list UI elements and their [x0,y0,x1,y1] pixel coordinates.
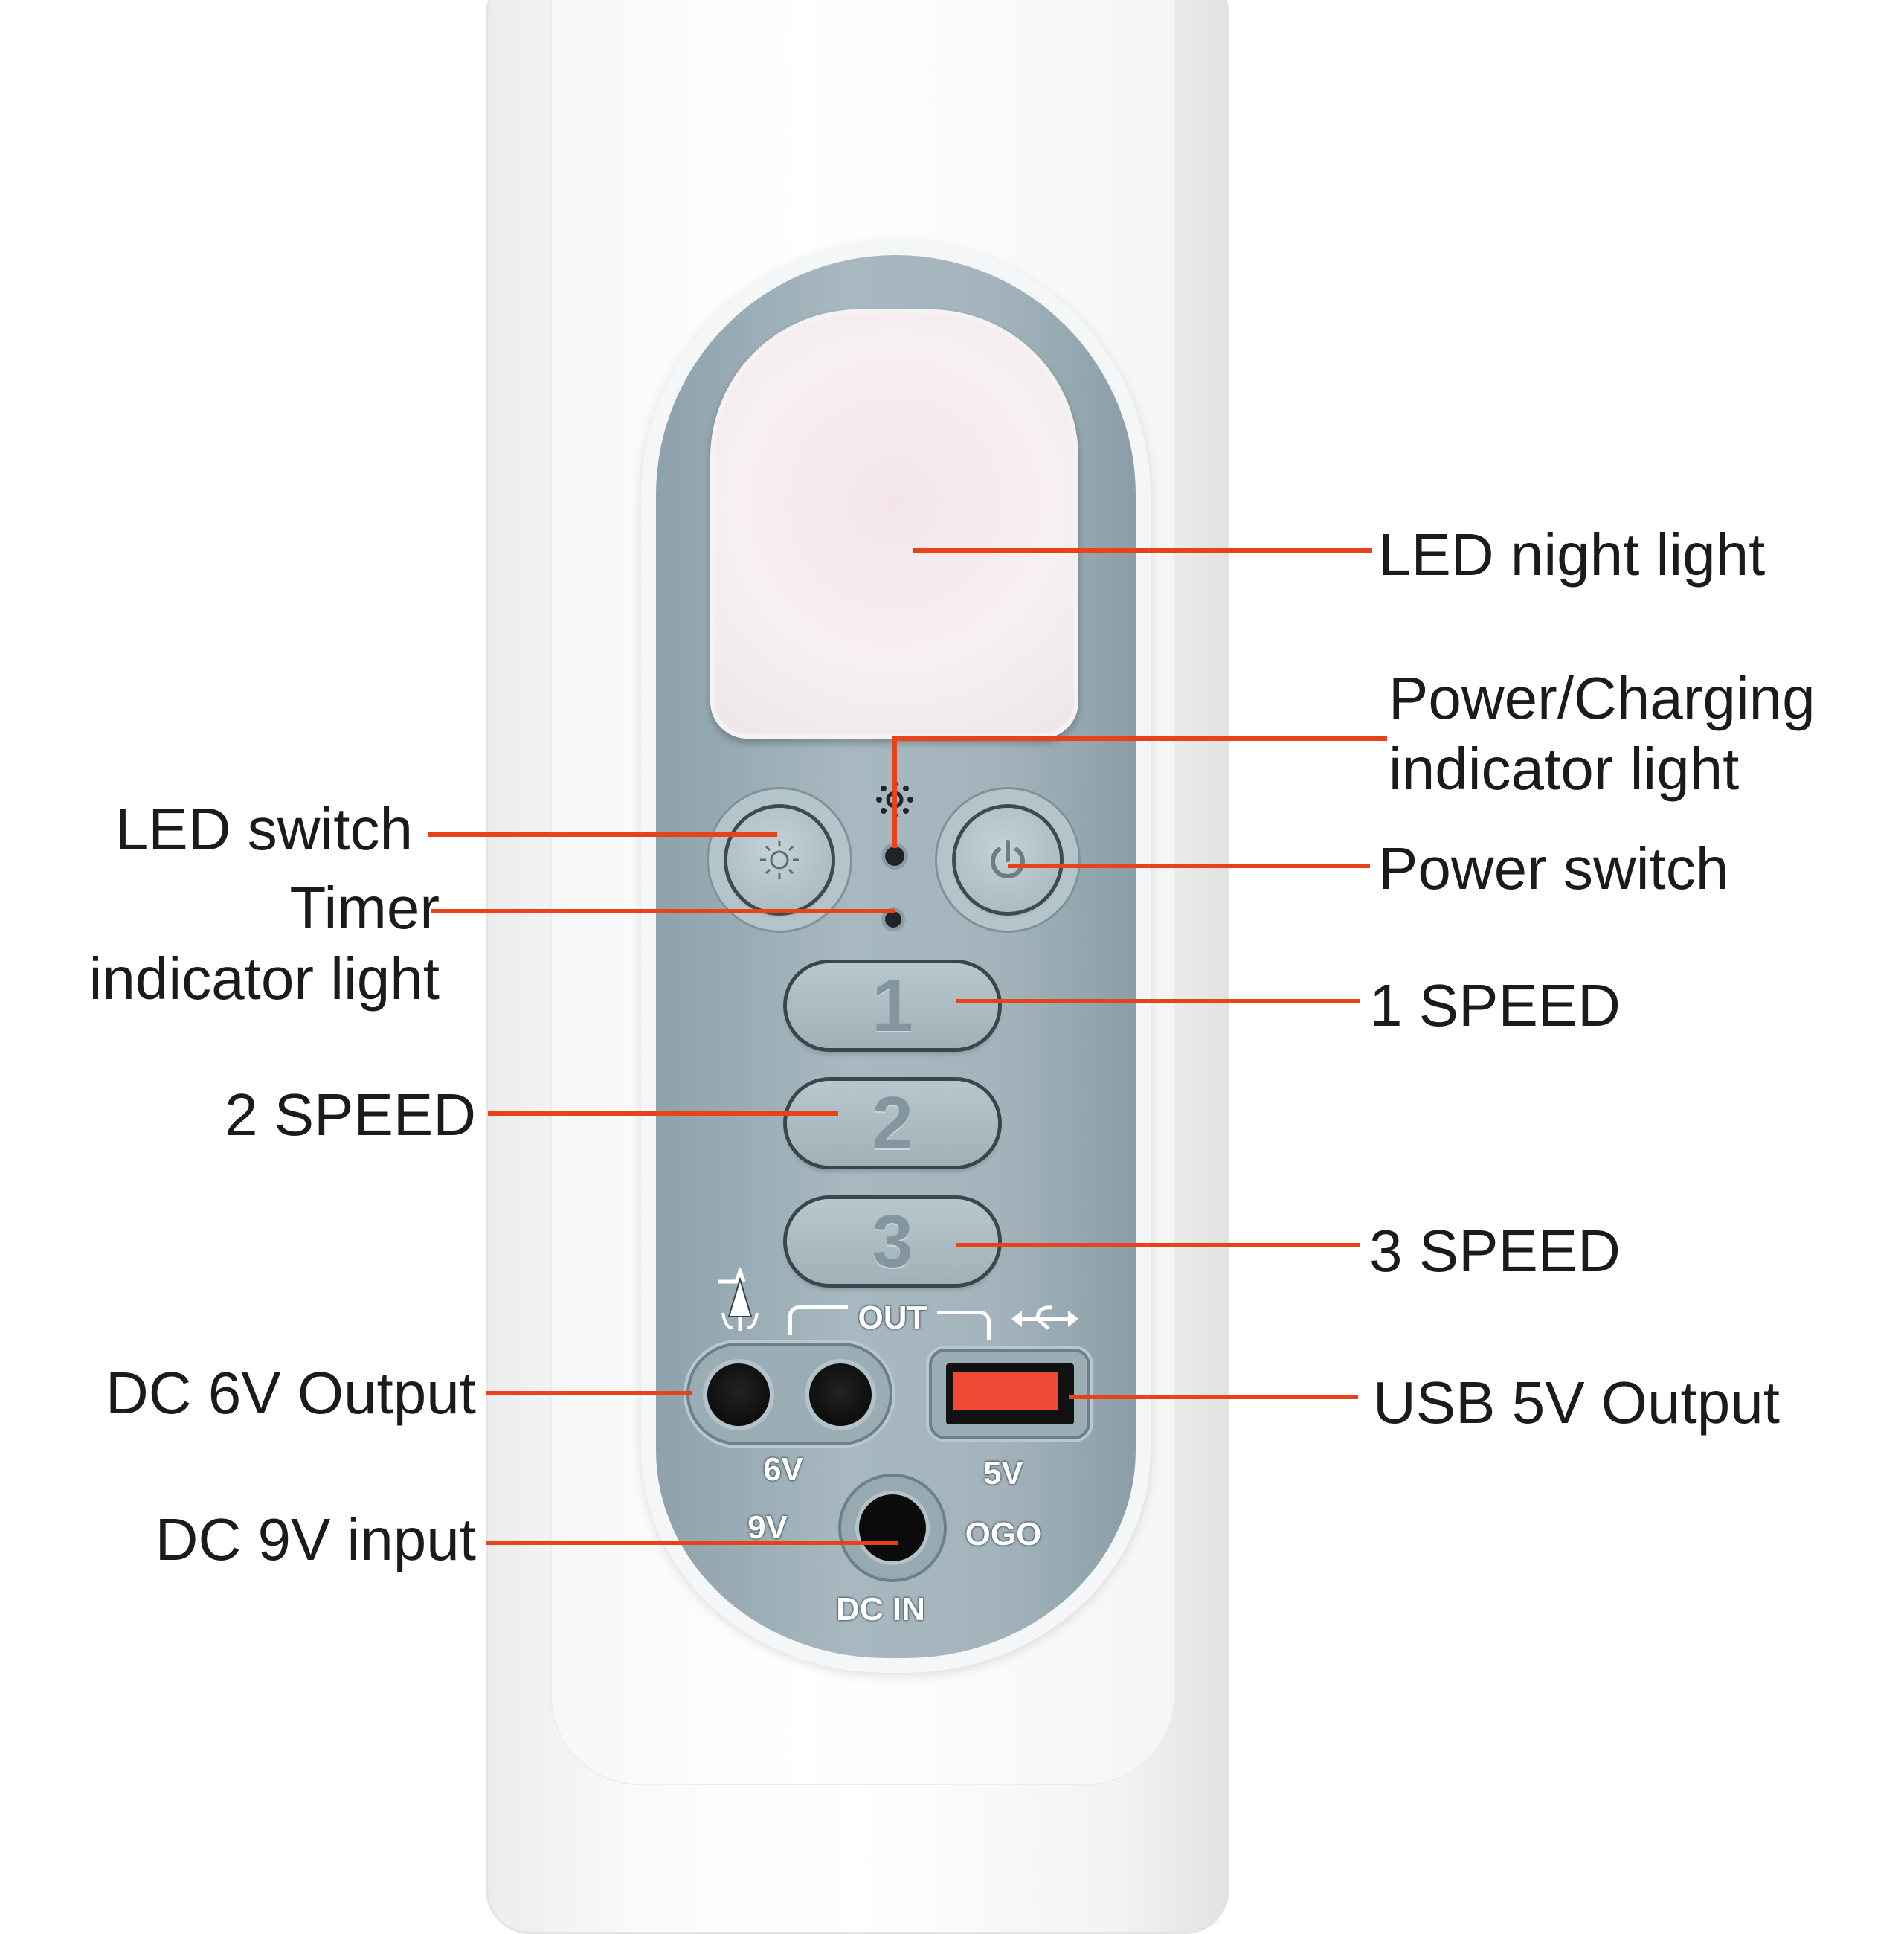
callout-line-dc9v [486,1541,898,1545]
out-bracket-left [788,1305,848,1335]
plug-icon [714,1265,766,1335]
dc-6v-jack-2[interactable] [809,1363,872,1426]
dc-9v-input-jack[interactable] [838,1474,947,1582]
power-icon [991,840,1025,878]
callout-line-power-switch [1008,864,1370,868]
usb-port-tongue [953,1372,1058,1410]
label-led-switch: LED switch [115,794,413,865]
9v-marking: 9V [747,1509,788,1546]
label-speed-3: 3 SPEED [1369,1215,1621,1287]
callout-line-power-charging-vertical [892,736,897,848]
callout-line-usb [1069,1395,1358,1399]
callout-line-speed-2 [488,1111,838,1116]
callout-line-dc6v [486,1391,692,1395]
5v-marking: 5V [983,1455,1023,1491]
label-power-switch: Power switch [1378,833,1729,905]
out-marking: OUT [858,1299,927,1336]
dc-in-marking: DC IN [836,1591,925,1628]
callout-line-speed-3 [956,1243,1360,1247]
label-timer-line1: Timer [289,875,440,941]
led-switch-button[interactable] [707,787,852,933]
out-bracket-right [937,1311,991,1340]
power-switch-button[interactable] [935,787,1081,933]
speed-2-marking: 2 [872,1081,913,1165]
callout-line-led-night-light [913,548,1372,553]
speed-1-marking: 1 [872,963,913,1047]
speed-2-button[interactable]: 2 [787,1081,998,1166]
label-power-charging-line1: Power/Charging [1389,663,1815,734]
label-led-night-light: LED night light [1378,519,1766,591]
label-timer-line2: indicator light [89,943,440,1015]
label-speed-1: 1 SPEED [1369,970,1621,1041]
label-speed-2: 2 SPEED [225,1079,476,1151]
power-charging-indicator [885,846,904,866]
dc-6v-jack-1[interactable] [707,1363,770,1426]
usb-icon [1012,1300,1078,1337]
polarity-marking: OGO [965,1516,1042,1552]
sun-icon [760,841,799,879]
callout-line-timer [431,909,895,913]
label-dc9v-input: DC 9V input [155,1504,476,1575]
led-night-light[interactable] [710,309,1078,739]
speed-1-button[interactable]: 1 [787,963,998,1048]
callout-line-led-switch [428,832,777,837]
callout-line-power-charging [892,736,1387,741]
speed-3-button[interactable]: 3 [787,1199,998,1284]
label-dc6v-output: DC 6V Output [105,1358,476,1429]
6v-marking: 6V [763,1451,803,1488]
label-power-charging-line2: indicator light [1389,733,1740,805]
label-usb-output: USB 5V Output [1373,1367,1780,1439]
speed-3-marking: 3 [872,1199,913,1283]
callout-line-speed-1 [956,999,1360,1003]
timer-indicator [885,911,901,928]
